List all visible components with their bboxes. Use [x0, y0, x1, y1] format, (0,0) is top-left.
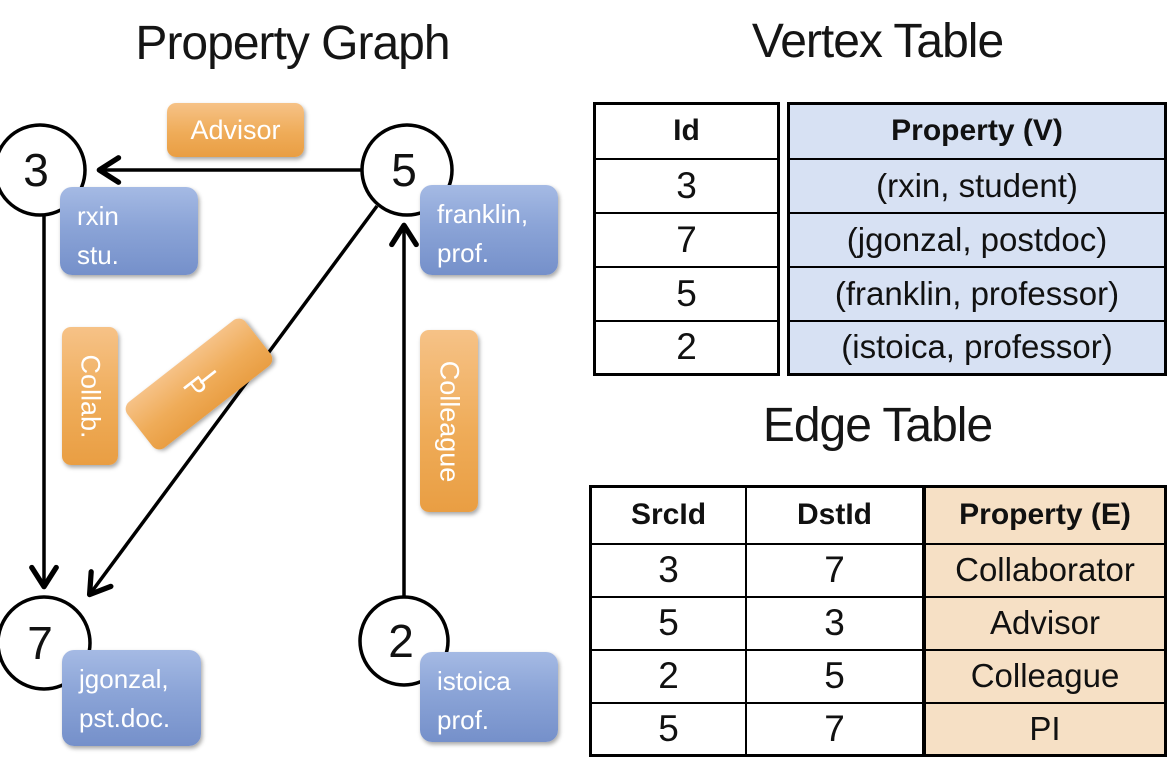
edge-table-srcid-cell: 5 — [589, 595, 747, 651]
edge-table-dstid-cell: 3 — [745, 595, 925, 651]
vertex-id-5: 5 — [391, 144, 417, 196]
vertex-table-header-property: Property (V) — [787, 102, 1167, 160]
vertex-property-5-line2: prof. — [437, 238, 490, 268]
vertex-table-id-cell: 5 — [593, 265, 780, 322]
vertex-property-2-line2: prof. — [437, 705, 490, 735]
edge-label-colleague: Colleague — [420, 330, 478, 512]
edge-table-header-dstid: DstId — [745, 485, 925, 545]
vertex-table-id-cell: 2 — [593, 319, 780, 376]
edge-label-collab-text: Collab. — [75, 353, 106, 439]
vertex-table-header-id: Id — [593, 102, 780, 160]
vertex-id-3: 3 — [23, 144, 49, 196]
edge-table-ids-columns: SrcId DstId 3 7 5 3 2 5 5 7 — [589, 485, 925, 757]
edge-table-property-cell: Collaborator — [923, 542, 1167, 598]
vertex-property-3-line1: rxin — [77, 201, 119, 231]
vertex-table-id-column: Id 3 7 5 2 — [593, 102, 780, 376]
edge-table-srcid-cell: 3 — [589, 542, 747, 598]
edge-table-title: Edge Table — [762, 399, 993, 452]
edge-table-property-cell: PI — [923, 701, 1167, 757]
vertex-table-property-cell: (franklin, professor) — [787, 265, 1167, 322]
vertex-property-5-line1: franklin, — [437, 199, 529, 229]
edge-table-property-column: Property (E) Collaborator Advisor Collea… — [923, 485, 1167, 757]
vertex-id-7: 7 — [27, 617, 53, 669]
edge-table-header-property: Property (E) — [923, 485, 1167, 545]
vertex-table-property-cell: (rxin, student) — [787, 157, 1167, 214]
vertex-table-property-cell: (jgonzal, postdoc) — [787, 211, 1167, 268]
vertex-table-id-cell: 3 — [593, 157, 780, 214]
vertex-id-2: 2 — [388, 615, 414, 667]
vertex-property-box-5: franklin, prof. — [420, 185, 558, 275]
vertex-table-title: Vertex Table — [751, 15, 1004, 68]
edge-table-property-cell: Advisor — [923, 595, 1167, 651]
edge-label-collab: Collab. — [62, 327, 118, 465]
edge-table-dstid-cell: 7 — [745, 542, 925, 598]
edge-label-advisor-text: Advisor — [190, 114, 281, 145]
vertex-table-property-cell: (istoica, professor) — [787, 319, 1167, 376]
vertex-property-7-line2: pst.doc. — [79, 703, 171, 733]
vertex-property-2-line1: istoica — [437, 666, 511, 696]
edge-table-dstid-cell: 5 — [745, 648, 925, 704]
vertex-property-box-2: istoica prof. — [420, 652, 558, 742]
vertex-property-box-7: jgonzal, pst.doc. — [62, 650, 201, 746]
edge-5-to-7-pi — [86, 204, 379, 598]
property-graph-title: Property Graph — [135, 17, 450, 70]
edge-table-property-cell: Colleague — [923, 648, 1167, 704]
edge-label-colleague-text: Colleague — [434, 360, 465, 482]
edge-table-header-srcid: SrcId — [589, 485, 747, 545]
vertex-property-3-line2: stu. — [77, 240, 119, 270]
edge-table-dstid-cell: 7 — [745, 701, 925, 757]
vertex-property-box-3: rxin stu. — [60, 187, 198, 275]
edge-table-srcid-cell: 5 — [589, 701, 747, 757]
edge-table-srcid-cell: 2 — [589, 648, 747, 704]
edge-label-advisor: Advisor — [167, 103, 304, 157]
vertex-property-7-line1: jgonzal, — [79, 664, 169, 694]
vertex-table-property-column: Property (V) (rxin, student) (jgonzal, p… — [787, 102, 1167, 376]
vertex-table-id-cell: 7 — [593, 211, 780, 268]
